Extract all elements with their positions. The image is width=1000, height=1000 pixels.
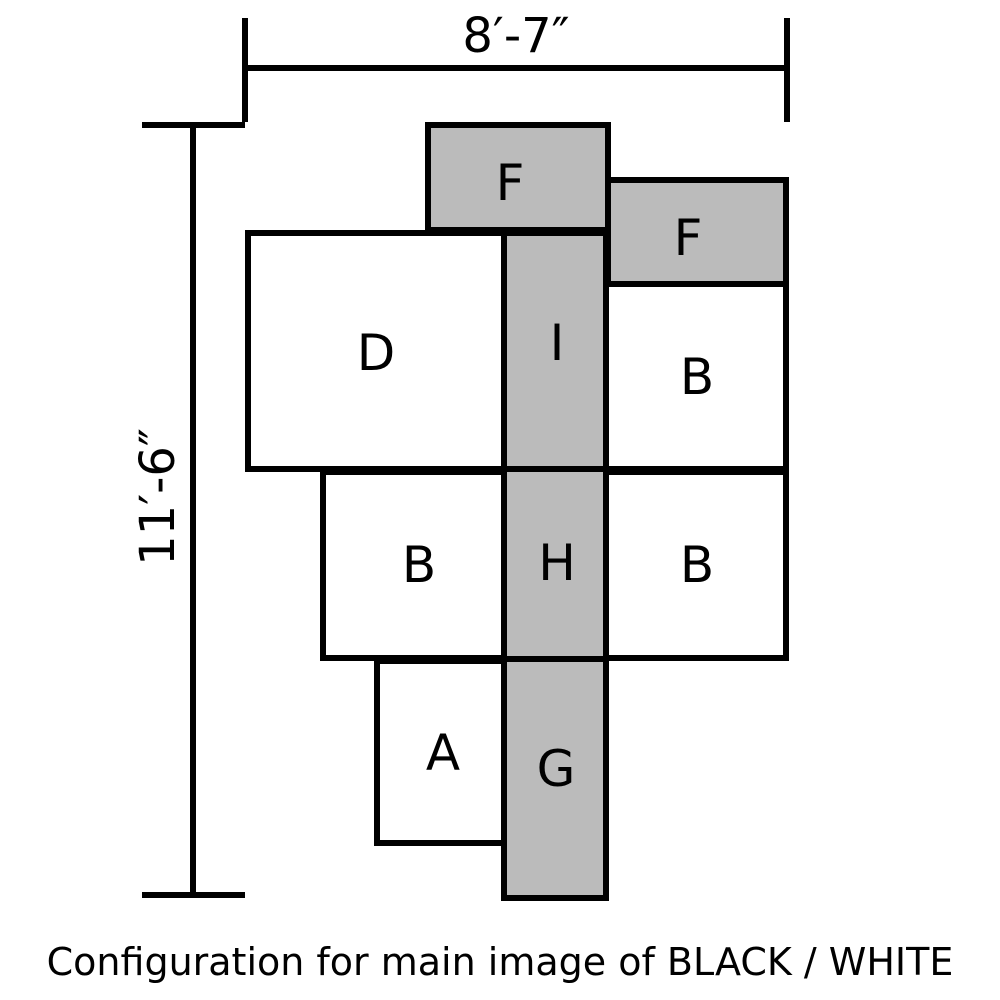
width-dimension xyxy=(242,18,790,122)
panel-diagram: 8′-7″ 11′-6″ D F F I B B xyxy=(130,8,790,901)
panel-a xyxy=(374,658,507,846)
panel-label-a: A xyxy=(426,724,460,782)
panel-label-i: I xyxy=(550,314,565,372)
width-dimension-label: 8′-7″ xyxy=(462,8,569,64)
panel-b-upper-right xyxy=(603,281,789,472)
panel-label-b-middle-right: B xyxy=(680,536,714,594)
panel-b-middle-left xyxy=(320,469,507,661)
panel-b-middle-right xyxy=(603,469,789,661)
height-dimension-label: 11′-6″ xyxy=(130,428,186,566)
panel-label-f-right: F xyxy=(674,209,703,267)
panel-d xyxy=(245,230,507,472)
height-dimension xyxy=(142,122,245,898)
panel-label-d: D xyxy=(357,324,396,382)
panel-label-b-upper-right: B xyxy=(680,348,714,406)
panel-layout xyxy=(245,122,789,901)
panel-labels: D F F I B B H B A G xyxy=(357,154,714,798)
panel-label-g: G xyxy=(537,740,576,798)
panel-label-h: H xyxy=(538,534,576,592)
panel-label-f-top: F xyxy=(496,154,525,212)
panel-label-b-middle-left: B xyxy=(402,536,436,594)
diagram-caption: Configuration for main image of BLACK / … xyxy=(46,940,954,984)
